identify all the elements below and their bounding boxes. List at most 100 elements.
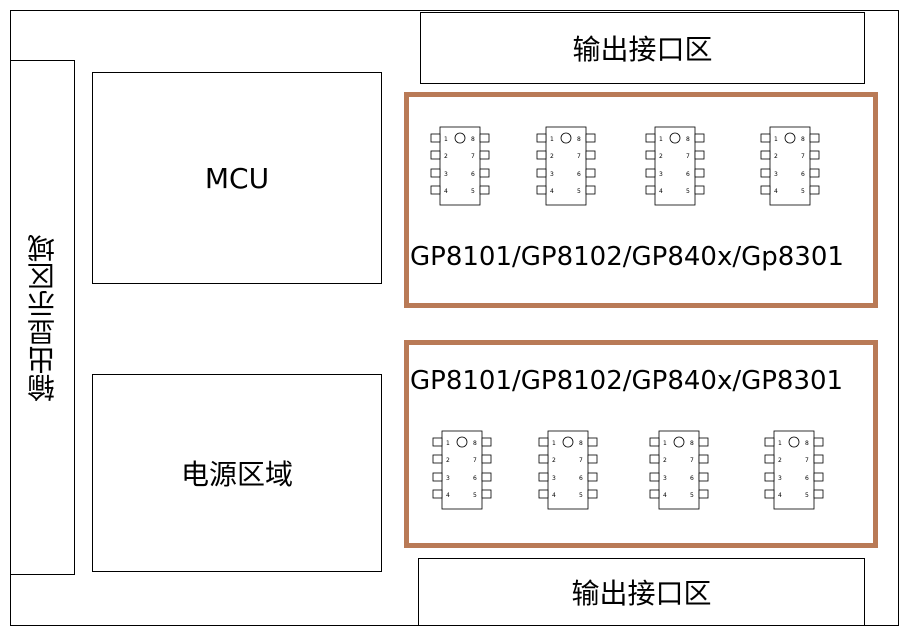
chip-pin-number: 2	[663, 457, 667, 464]
chip-pin-right	[694, 168, 705, 178]
pin1-marker	[454, 132, 466, 144]
chip-pin-left	[430, 150, 441, 160]
chip-pin-number: 7	[801, 153, 805, 160]
chip-pin-left	[536, 133, 547, 143]
chip-pin-right	[585, 185, 596, 195]
chip-pin-number: 2	[552, 457, 556, 464]
chip-pin-right	[809, 185, 820, 195]
chip-pin-left	[645, 150, 656, 160]
chip-pin-right	[587, 437, 598, 447]
chip-pin-number: 3	[663, 475, 667, 482]
lower-chip-group	[404, 340, 878, 548]
chip-pin-right	[694, 185, 705, 195]
chip-pin-right	[698, 437, 709, 447]
power-area-label: 电源区域	[180, 458, 293, 491]
chip-pin-right	[587, 454, 598, 464]
chip-pin-number: 6	[805, 475, 809, 482]
chip-body	[654, 126, 696, 206]
chip-body	[439, 126, 481, 206]
chip-pin-number: 4	[659, 188, 663, 195]
top-output-interface-label: 输出接口区	[572, 33, 713, 66]
chip-pin-number: 7	[577, 153, 581, 160]
chip-pin-number: 6	[690, 475, 694, 482]
chip-pin-left	[649, 437, 660, 447]
chip-pin-left	[645, 185, 656, 195]
chip-pin-right	[481, 437, 492, 447]
chip-pin-left	[432, 437, 443, 447]
chip-pin-number: 3	[550, 171, 554, 178]
bottom-output-interface-area: 输出接口区	[418, 558, 865, 626]
chip-pin-number: 3	[774, 171, 778, 178]
chip-pin-number: 8	[471, 136, 475, 143]
chip-pin-left	[538, 454, 549, 464]
pin1-marker	[560, 132, 572, 144]
chip-pin-left	[764, 437, 775, 447]
chip-pin-number: 4	[446, 492, 450, 499]
chip-pin-right	[809, 168, 820, 178]
chip-pin-number: 7	[805, 457, 809, 464]
chip-pin-left	[649, 454, 660, 464]
pin1-marker	[673, 436, 685, 448]
chip-pin-right	[587, 472, 598, 482]
chip-pin-right	[698, 489, 709, 499]
chip-pin-right	[479, 185, 490, 195]
chip-pin-number: 3	[659, 171, 663, 178]
chip-pin-number: 2	[778, 457, 782, 464]
chip-pin-number: 6	[801, 171, 805, 178]
chip-pin-number: 4	[663, 492, 667, 499]
chip-pin-number: 4	[774, 188, 778, 195]
chip-pin-number: 5	[801, 188, 805, 195]
chip-pin-number: 1	[778, 440, 782, 447]
chip-pin-left	[649, 472, 660, 482]
chip-pin-left	[536, 150, 547, 160]
chip-pin-right	[809, 133, 820, 143]
chip-pin-number: 2	[446, 457, 450, 464]
chip-pin-left	[536, 168, 547, 178]
chip-pin-number: 2	[659, 153, 663, 160]
mcu-label: MCU	[204, 161, 270, 195]
chip-pin-number: 5	[805, 492, 809, 499]
chip-pin-number: 2	[774, 153, 778, 160]
upper-chip-group	[404, 92, 878, 308]
chip-pin-number: 8	[473, 440, 477, 447]
chip-pin-number: 4	[444, 188, 448, 195]
chip-pin-number: 7	[690, 457, 694, 464]
chip-pin-right	[813, 454, 824, 464]
mcu-block: MCU	[92, 72, 382, 284]
chip-pin-left	[538, 472, 549, 482]
chip-pin-number: 7	[579, 457, 583, 464]
chip-pin-right	[698, 472, 709, 482]
chip-pin-left	[432, 454, 443, 464]
chip-pin-left	[538, 437, 549, 447]
chip-pin-left	[430, 168, 441, 178]
chip-pin-right	[585, 150, 596, 160]
chip-pin-left	[760, 168, 771, 178]
chip-pin-left	[764, 454, 775, 464]
chip-pin-right	[694, 133, 705, 143]
chip-pin-left	[430, 185, 441, 195]
lower-chip-group-label: GP8101/GP8102/GP840x/GP8301	[410, 366, 844, 396]
chip-pin-right	[481, 454, 492, 464]
chip-pin-number: 2	[444, 153, 448, 160]
pin1-marker	[669, 132, 681, 144]
chip-pin-right	[585, 133, 596, 143]
chip-pin-number: 2	[550, 153, 554, 160]
chip-pin-number: 1	[446, 440, 450, 447]
chip-pin-left	[760, 150, 771, 160]
chip-pin-number: 8	[801, 136, 805, 143]
chip-pin-number: 7	[471, 153, 475, 160]
output-display-area: 输出显示区域	[10, 60, 75, 575]
